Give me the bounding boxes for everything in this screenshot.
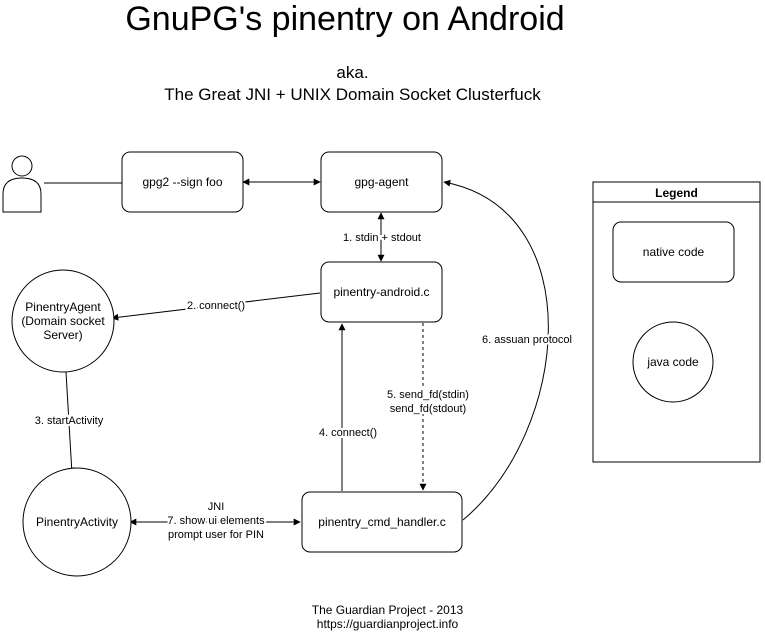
legend-title: Legend [655,186,698,200]
node-pinentry-cmd-handler-label: pinentry_cmd_handler.c [318,515,445,529]
subtitle-aka: aka. [336,63,369,82]
legend-java-label: java code [646,355,699,369]
edge-assuan-protocol [443,179,549,521]
footer-credit: The Guardian Project - 2013 [311,603,464,617]
subtitle-main: The Great JNI + UNIX Domain Socket Clust… [164,85,541,104]
edge-label-send-fd-2: send_fd(stdout) [390,403,466,415]
node-pinentry-agent-label-1: PinentryAgent [25,300,101,314]
diagram-title: GnuPG's pinentry on Android [125,0,565,38]
edge-connect-agent [111,292,321,321]
legend: Legend native code java code [592,181,761,463]
legend-native-label: native code [643,245,705,259]
node-pinentry-agent [11,269,115,373]
edge-label-assuan: 6. assuan protocol [482,334,572,346]
node-gpg-agent-label: gpg-agent [354,175,409,189]
node-pinentry-activity-label: PinentryActivity [36,515,118,529]
edge-label-connect-agent: 2. connect() [187,300,245,312]
edge-start-activity [65,371,76,475]
node-pinentry-agent-label-3: Server) [43,328,82,342]
legend-native-swatch [612,221,735,283]
edge-label-stdin-stdout: 1. stdin + stdout [343,232,421,244]
edge-label-jni-3: prompt user for PIN [168,529,264,541]
legend-java-swatch [632,321,714,403]
node-gpg-agent [320,151,443,213]
footer-url: https://guardianproject.info [316,617,459,631]
edge-label-jni-1: JNI [208,501,225,513]
user-icon [2,155,42,213]
edge-label-jni-2: 7. show ui elements [167,515,265,527]
edge-label-connect-android: 4. connect() [319,427,377,439]
node-gpg2-label: gpg2 --sign foo [142,175,222,189]
node-pinentry-cmd-handler [301,491,463,553]
edge-label-start-activity: 3. startActivity [35,415,104,427]
node-pinentry-android-label: pinentry-android.c [333,285,429,299]
node-pinentry-activity [22,467,132,577]
edge-label-send-fd-1: 5. send_fd(stdin) [387,389,469,401]
node-gpg2 [121,151,244,213]
node-pinentry-android [320,261,443,323]
node-pinentry-agent-label-2: (Domain socket [21,314,105,328]
